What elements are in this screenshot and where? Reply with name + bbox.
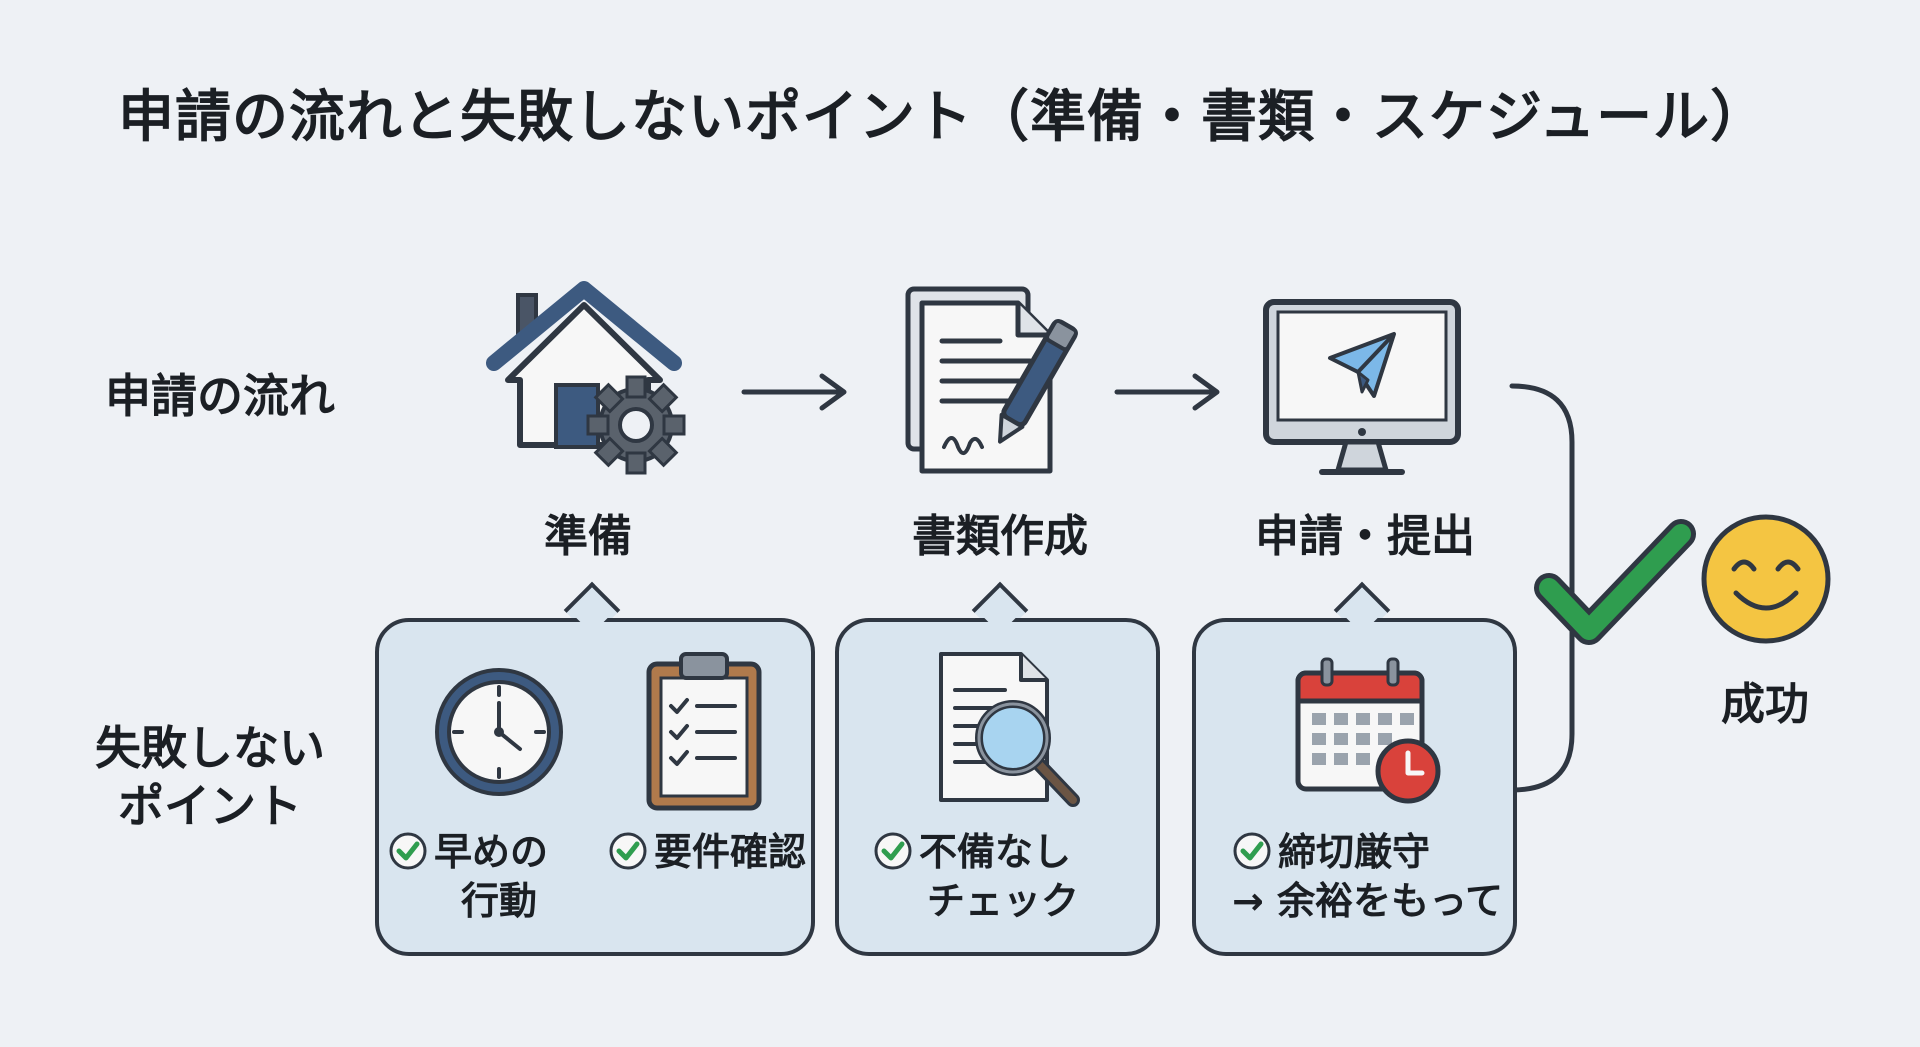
smiley-icon: [1701, 514, 1831, 644]
points-row-label-line2: ポイント: [118, 778, 302, 833]
page-title: 申請の流れと失敗しないポイント（準備・書類・スケジュール）: [118, 85, 1768, 150]
calendar-clock-icon: [1295, 657, 1441, 804]
point-no-deficiency-line1: 不備なし: [919, 830, 1072, 874]
point-no-deficiency-line2: チェック: [927, 879, 1080, 924]
step-label-prep: 準備: [544, 511, 632, 562]
result-bracket: [1509, 383, 1575, 793]
flow-arrow-icon: [1114, 373, 1220, 411]
house-gear-icon: [486, 281, 686, 475]
flow-arrow-icon: [741, 373, 847, 411]
points-row-label: 失敗しない ポイント: [70, 720, 350, 835]
success-label: 成功: [1721, 679, 1809, 730]
check-circle-icon: [389, 832, 427, 870]
step-label-docs: 書類作成: [912, 511, 1088, 562]
point-deadline: 締切厳守 → 余裕をもって: [1232, 828, 1503, 927]
point-early-action-line2: 行動: [461, 879, 538, 924]
check-circle-icon: [1233, 832, 1271, 870]
document-pen-icon: [905, 286, 1078, 474]
monitor-send-icon: [1263, 299, 1461, 475]
step-label-submit: 申請・提出: [1255, 511, 1475, 562]
point-requirement-check-text: 要件確認: [654, 830, 807, 874]
point-deadline-line1: 締切厳守: [1278, 830, 1431, 874]
success-check-icon: [1534, 519, 1696, 645]
flow-row-label: 申請の流れ: [105, 369, 335, 423]
point-deadline-line2: → 余裕をもって: [1232, 879, 1504, 924]
point-requirement-check: 要件確認: [608, 828, 806, 877]
points-row-label-line1: 失敗しない: [95, 721, 325, 775]
check-circle-icon: [609, 832, 647, 870]
point-early-action: 早めの 行動: [388, 828, 548, 927]
document-magnifier-icon: [939, 652, 1080, 807]
check-circle-icon: [874, 832, 912, 870]
point-no-deficiency: 不備なし チェック: [873, 828, 1079, 927]
clipboard-checklist-icon: [646, 652, 762, 811]
clock-icon: [435, 668, 563, 796]
point-early-action-line1: 早めの: [434, 830, 549, 874]
